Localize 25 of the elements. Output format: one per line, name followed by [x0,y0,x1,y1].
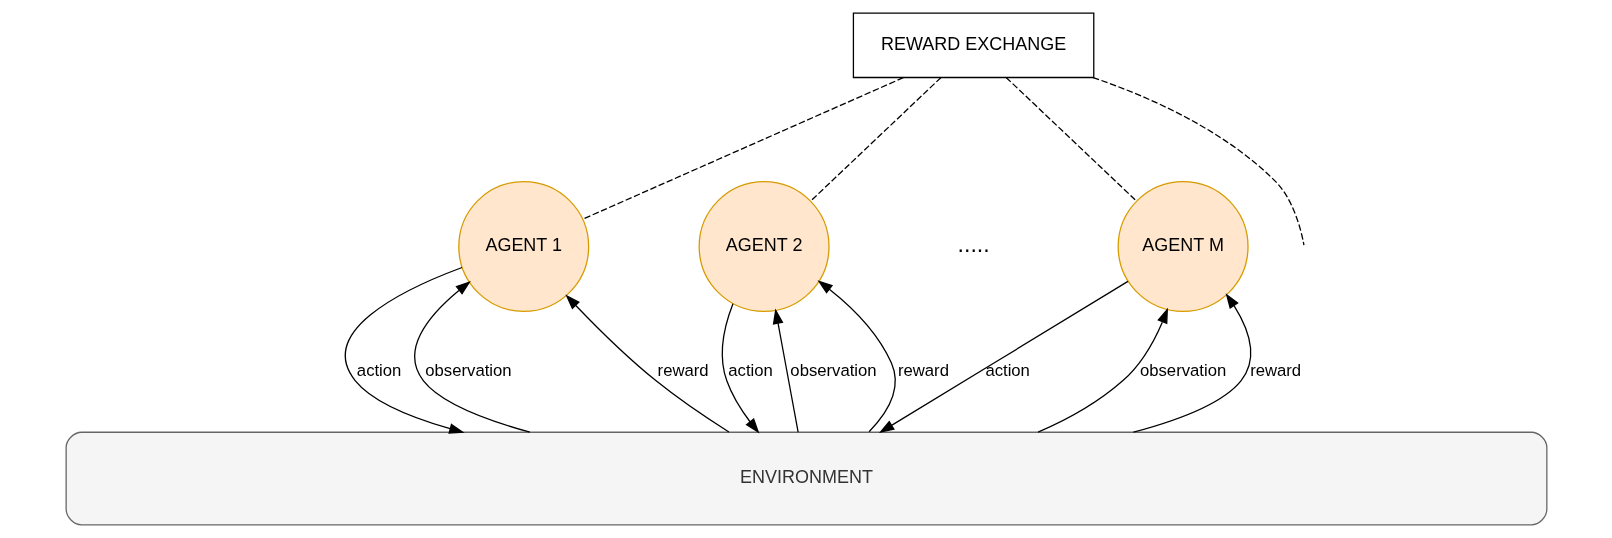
edge-label: observation [789,361,877,381]
connector [1091,76,1305,246]
node-box: ENVIRONMENT [65,431,1547,526]
arrow [344,266,465,434]
arrow [413,281,531,433]
node-circle: AGENT 2 [698,180,830,313]
arrow [878,280,1129,434]
edge-label: reward [897,361,949,381]
edge-label: reward [1249,361,1301,381]
connector [809,77,941,202]
arrow [817,280,896,433]
arrow [772,308,799,433]
arrow [564,294,730,433]
edge-label: observation [424,361,512,381]
edge-label: action [984,361,1030,381]
edge-label: action [356,361,401,381]
arrow [1036,307,1168,433]
edge-label: reward [657,361,709,381]
arrow [1132,293,1251,433]
edge-label: observation [1139,361,1226,381]
arrow [721,303,759,434]
edge-label: action [727,361,773,381]
label: ..... [957,231,990,258]
connector [1005,77,1137,202]
node-box: REWARD EXCHANGE [852,12,1094,79]
